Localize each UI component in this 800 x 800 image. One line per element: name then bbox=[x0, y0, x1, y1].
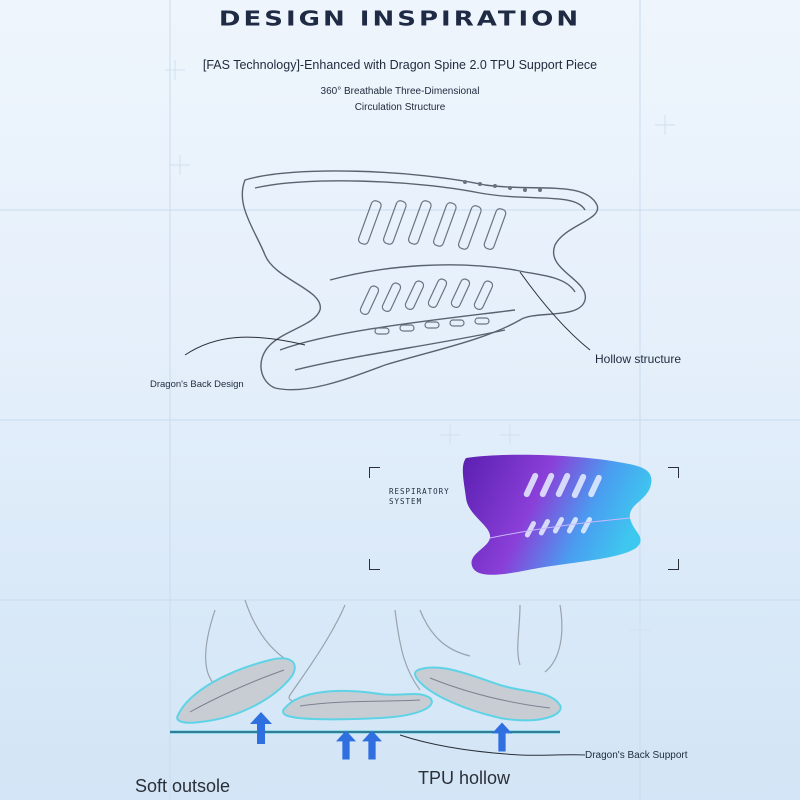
tpu-hollow-label: TPU hollow bbox=[418, 768, 511, 788]
frame-corner-top-left bbox=[369, 467, 380, 478]
tpu-support-sketch bbox=[241, 170, 599, 391]
up-arrow-icon bbox=[250, 712, 272, 744]
frame-corner-bottom-left bbox=[369, 559, 380, 570]
soft-outsole-label: Soft outsole bbox=[135, 776, 231, 796]
page-title: DESIGN INSPIRATION bbox=[218, 7, 582, 31]
frame-corner-bottom-right bbox=[668, 559, 679, 570]
up-arrow-icon bbox=[492, 722, 512, 752]
dragon-back-design-label: Dragon's Back Design bbox=[150, 379, 244, 390]
up-arrow-icon bbox=[336, 730, 356, 760]
foot-sketches bbox=[170, 599, 563, 734]
colored-tpu-piece bbox=[462, 454, 652, 575]
frame-corner-top-right bbox=[668, 467, 679, 478]
hollow-structure-label: Hollow structure bbox=[595, 352, 682, 366]
dragon-back-support-label: Dragon's Back Support bbox=[585, 750, 688, 761]
respiratory-system-label: RESPIRATORY SYSTEM bbox=[389, 487, 450, 506]
up-arrow-icon bbox=[362, 730, 382, 760]
page-subtitle: [FAS Technology]-Enhanced with Dragon Sp… bbox=[202, 58, 598, 72]
structure-description: 360° Breathable Three-Dimensional Circul… bbox=[320, 86, 480, 113]
